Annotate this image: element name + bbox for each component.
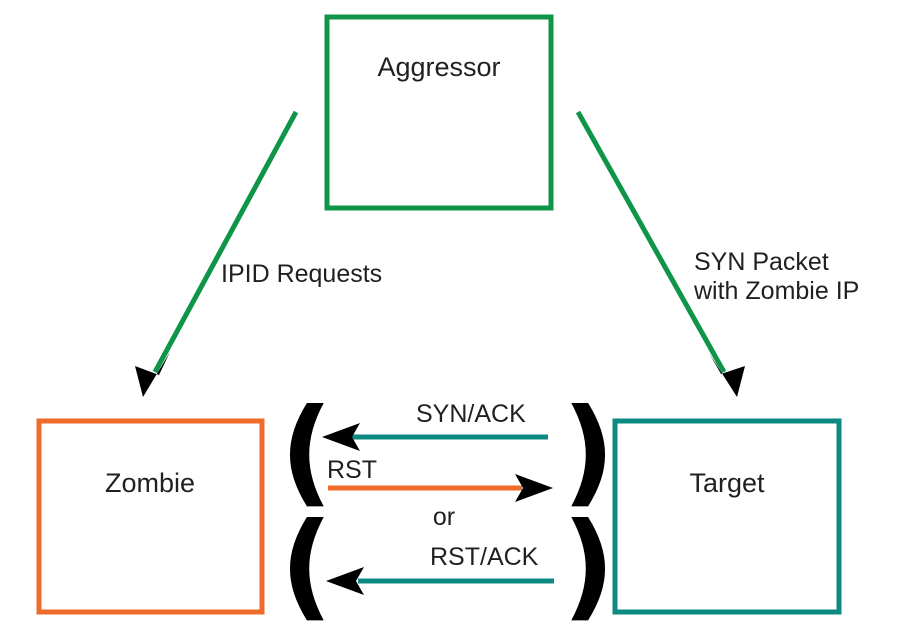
- aggressor-label: Aggressor: [377, 52, 500, 82]
- aggressor-box: [324, 14, 554, 211]
- ipid-requests-arrow: [152, 110, 299, 374]
- syn-packet-label-line2: with Zombie IP: [693, 277, 859, 305]
- or-label: or: [433, 503, 455, 531]
- rst-ack-label: RST/ACK: [430, 543, 539, 571]
- syn-ack-arrowhead: [322, 423, 360, 451]
- left-paren-top: (: [280, 384, 333, 519]
- right-paren-bottom: ): [562, 498, 615, 633]
- syn-packet-arrowhead: [709, 353, 745, 397]
- left-paren-bottom: (: [280, 498, 333, 633]
- target-box: [612, 418, 842, 615]
- rst-ack-arrowhead: [326, 567, 364, 595]
- target-label: Target: [689, 468, 765, 498]
- ipid-requests-label: IPID Requests: [221, 260, 382, 288]
- zombie-box: [36, 418, 265, 615]
- zombie-label: Zombie: [105, 468, 195, 498]
- ipid-requests-arrowhead: [135, 352, 170, 397]
- syn-packet-arrow: [575, 110, 727, 374]
- rst-label: RST: [327, 456, 377, 484]
- syn-ack-label: SYN/ACK: [416, 400, 526, 428]
- syn-packet-label-line1: SYN Packet: [694, 248, 829, 276]
- rst-arrowhead: [515, 474, 553, 502]
- right-paren-top: ): [562, 384, 615, 519]
